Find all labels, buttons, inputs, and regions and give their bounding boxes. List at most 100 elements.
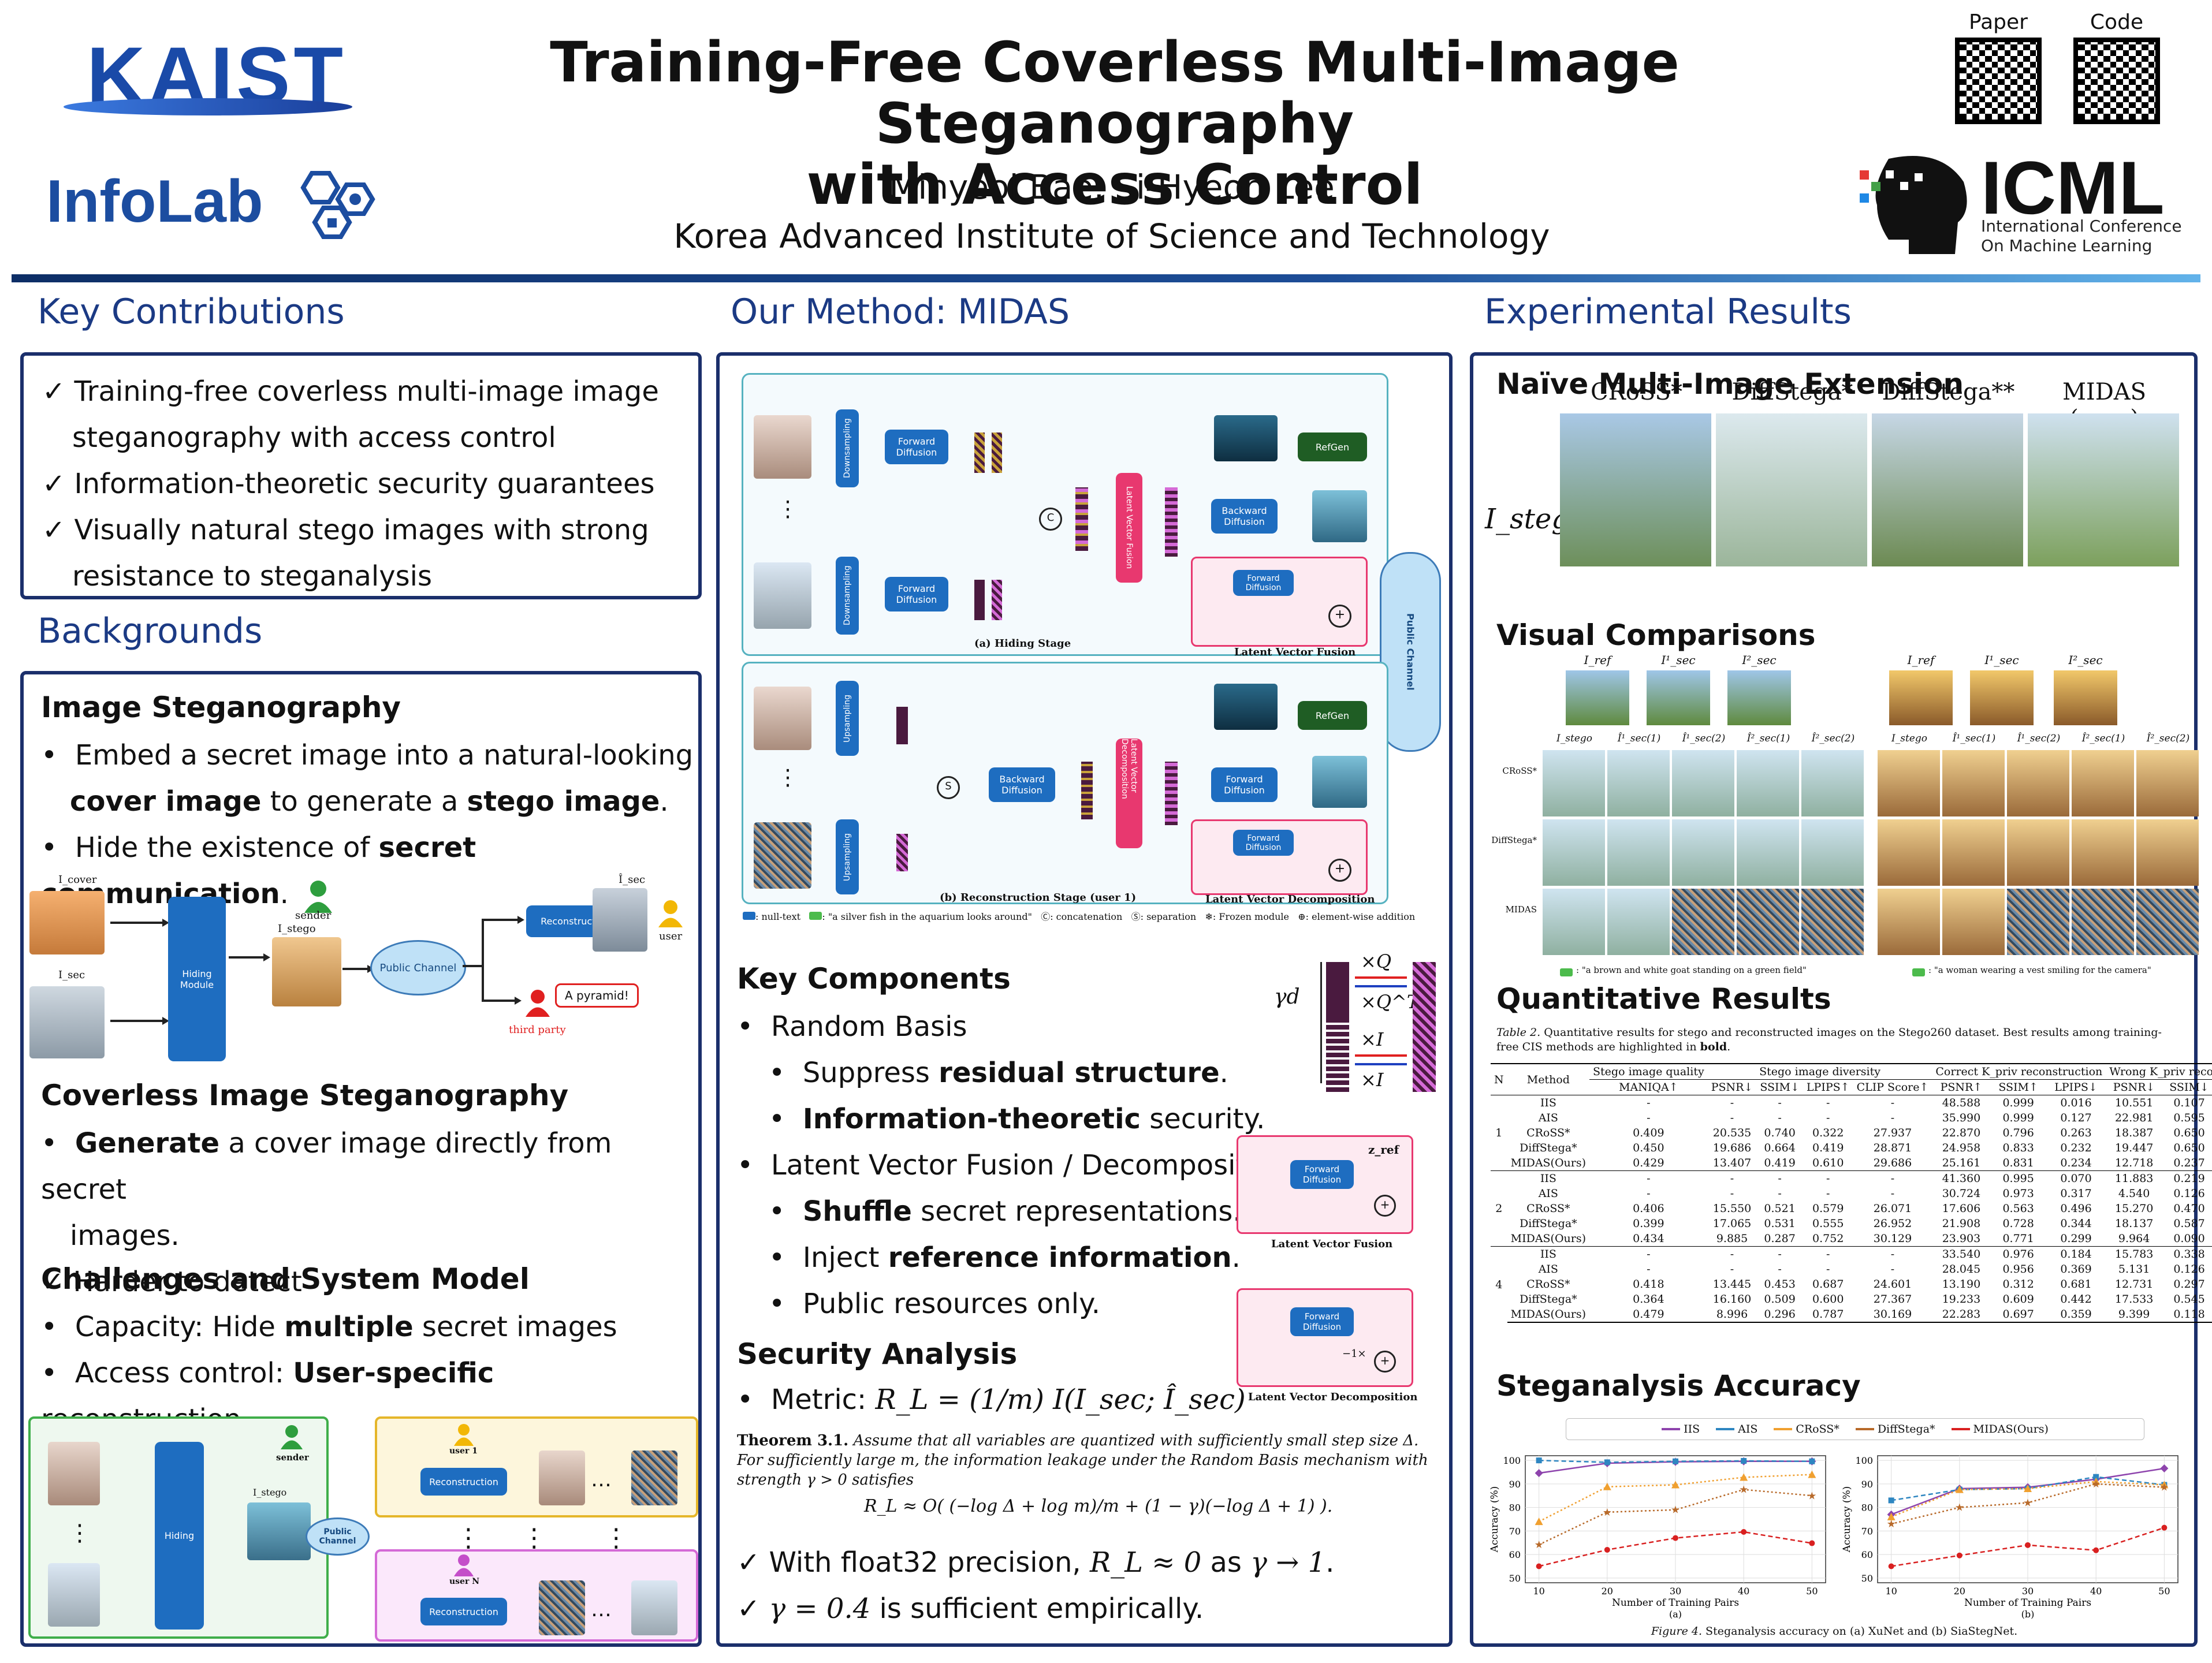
- conclusion-1-c: as: [1201, 1546, 1251, 1579]
- visual-cell-image: [1942, 750, 2005, 816]
- kc-f-1-b: secret representations.: [911, 1195, 1242, 1228]
- data-point: [1671, 1481, 1680, 1489]
- table-cell: -: [1853, 1246, 1932, 1262]
- table-column-header: SSIM↓: [1756, 1079, 1803, 1095]
- sep-legend-icon: Ⓢ: [1131, 911, 1141, 922]
- challenges-title: Challenges and System Model: [41, 1262, 530, 1296]
- y-axis-label: Accuracy (%): [1489, 1486, 1500, 1553]
- visual-top-label: I¹_sec: [1661, 653, 1696, 667]
- x-tick-label: 50: [1806, 1586, 1818, 1597]
- data-point: [1673, 1458, 1678, 1464]
- upsampling-n: Upsampling: [836, 819, 859, 894]
- table-cell: 15.550: [1712, 1202, 1752, 1215]
- ellipsis-1: …: [591, 1468, 612, 1492]
- table-cell: 0.752: [1812, 1232, 1844, 1245]
- table-cell: 5.131: [2118, 1263, 2150, 1276]
- table-cell: 0.287: [1764, 1232, 1796, 1245]
- kc-f-3: • Public resources only.: [769, 1288, 1100, 1320]
- table-cell: -: [1730, 1263, 1734, 1276]
- kc-f-1: • Shuffle secret representations.: [769, 1195, 1242, 1228]
- table-n-cell: 4: [1491, 1246, 1507, 1322]
- visual-cell-image: [2072, 819, 2134, 886]
- ref-image-rec: [1214, 684, 1278, 730]
- affiliation: Korea Advanced Institute of Science and …: [673, 217, 1550, 256]
- table-method-cell: MIDAS(Ours): [1507, 1307, 1590, 1323]
- table-cell: 0.016: [2046, 1095, 2106, 1110]
- table-cell: 9.399: [2106, 1307, 2162, 1323]
- conclusion-2-c: is sufficient empirically.: [870, 1593, 1204, 1625]
- forward-diffusion-n: Forward Diffusion: [885, 577, 948, 611]
- visual-cell-image: [1672, 889, 1734, 955]
- table-cell: 0.406: [1633, 1202, 1664, 1215]
- fusion-caption: Latent Vector Fusion: [1234, 646, 1356, 658]
- data-point: ★: [2159, 1482, 2169, 1494]
- mini-decomp-caption: Latent Vector Decomposition: [1248, 1391, 1418, 1403]
- icml-logo-text: ICML: [1981, 146, 2165, 230]
- table-cell: 30.724: [1942, 1187, 1981, 1200]
- key-components-list: • Random Basis • Suppress residual struc…: [737, 1004, 1289, 1327]
- third-party-speech: A pyramid!: [555, 983, 639, 1008]
- visual-cell-image: [1737, 889, 1799, 955]
- data-point: ★: [1955, 1502, 1964, 1514]
- table-group-header: Wrong K_priv reconstruction: [2106, 1063, 2212, 1080]
- mini-decomp-diagram: Forward Diffusion −1× + Latent Vector De…: [1213, 1265, 1427, 1418]
- table-cell: -: [1707, 1170, 1757, 1186]
- stego-label-2: I_stego: [253, 1487, 287, 1498]
- table-method-cell: CRoSS*: [1526, 1127, 1570, 1139]
- recon-caption: (b) Reconstruction Stage (user 1): [940, 892, 1137, 904]
- table-cell: 0.237: [2173, 1157, 2205, 1169]
- table-cell: -: [1778, 1112, 1782, 1124]
- y-tick-label: 50: [1509, 1573, 1521, 1584]
- table-cell: 0.509: [1764, 1293, 1796, 1306]
- visual-top-image: [1647, 670, 1710, 725]
- table-method-cell: AIS: [1538, 1187, 1558, 1200]
- reconstruction-userN: Reconstruction: [420, 1598, 507, 1625]
- userN-label: user N: [449, 1577, 480, 1586]
- table-cell: 22.981: [2114, 1112, 2154, 1124]
- table-cell: 41.360: [1932, 1170, 1991, 1186]
- kc-fusion: • Latent Vector Fusion / Decomposition: [737, 1149, 1289, 1181]
- data-point: [1888, 1563, 1894, 1569]
- table-cell: 0.312: [2002, 1278, 2034, 1291]
- data-point: ★: [2023, 1497, 2032, 1509]
- table-header-row: MANIQA↑PSNR↓SSIM↓LPIPS↑CLIP Score↑PSNR↑S…: [1491, 1079, 2212, 1095]
- qr-code-code[interactable]: [2073, 38, 2160, 124]
- table-cell: -: [1589, 1095, 1708, 1110]
- rec-z-sec-1: [896, 707, 908, 744]
- naive-title: Naïve Multi-Image Extension: [1496, 367, 1964, 401]
- table-cell: -: [1826, 1263, 1830, 1276]
- theorem-equation: R_L ≈ O( (−log Δ + log m)/m + (1 − γ)(−l…: [864, 1496, 1333, 1516]
- metric-formula: R_L = (1/m) I(I_sec; Î_sec): [875, 1384, 1246, 1416]
- visual-col-label: Î²_sec(1): [2081, 733, 2125, 744]
- legend-prompt: : "a silver fish in the aquarium looks a…: [822, 911, 1032, 922]
- legend-swatch: [1716, 1428, 1735, 1430]
- x-axis-label: Number of Training Pairs: [1964, 1597, 2091, 1609]
- data-point: [1536, 1457, 1542, 1464]
- kc-rb-1-b: residual structure: [939, 1057, 1220, 1089]
- figure4-caption: Figure 4. Steganalysis accuracy on (a) X…: [1473, 1625, 2195, 1638]
- metric-line: • Metric: R_L = (1/m) I(I_sec; Î_sec): [737, 1384, 1246, 1416]
- visual-top-image: [1889, 670, 1953, 725]
- vertical-dots: ⋮: [68, 1520, 91, 1546]
- table-cell: 0.364: [1633, 1293, 1664, 1306]
- table-cell: -: [1778, 1187, 1782, 1200]
- table-method-cell: IIS: [1507, 1170, 1590, 1186]
- table-cell: 0.070: [2046, 1170, 2106, 1186]
- coverless-bullet-1-cont: images.: [70, 1220, 180, 1252]
- table-cell: 0.740: [1764, 1127, 1796, 1139]
- infolab-hexagon-icon: [300, 171, 375, 239]
- data-point: [1887, 1512, 1896, 1520]
- legend-item: CRoSS*: [1774, 1423, 1839, 1435]
- qr-paper-code[interactable]: [1955, 38, 2042, 124]
- userN-rec-n: [631, 1580, 677, 1635]
- kc-f-2-b: reference information: [888, 1241, 1232, 1274]
- table-cell: 0.595: [2173, 1112, 2205, 1124]
- kc-f-1-a: Shuffle: [802, 1195, 912, 1228]
- coverless-title: Coverless Image Steganography: [41, 1079, 569, 1112]
- table-caption-num: Table 2.: [1496, 1026, 1541, 1039]
- visual-col-label: Î¹_sec(1): [1617, 733, 1661, 744]
